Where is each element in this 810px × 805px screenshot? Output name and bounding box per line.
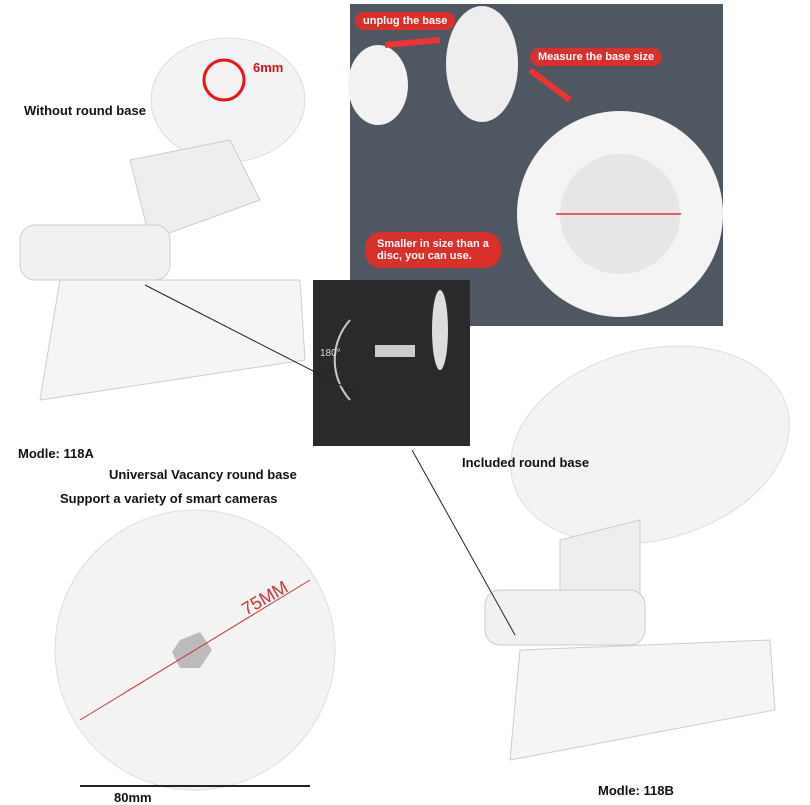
bracket-b-plate	[510, 345, 790, 545]
universal-label: Universal Vacancy round base	[109, 467, 297, 482]
smaller-line2: disc, you can use.	[377, 250, 472, 262]
included-label: Included round base	[462, 455, 590, 470]
camera-icon	[348, 45, 408, 125]
rotation-label: 180°	[320, 348, 341, 359]
without-base-label: Without round base	[24, 103, 146, 118]
width-80-label: 80mm	[114, 790, 152, 805]
arrow-icon	[384, 37, 441, 48]
support-label: Support a variety of smart cameras	[60, 491, 278, 506]
model-a-label: Modle: 118A	[18, 446, 94, 461]
model-b-label: Modle: 118B	[598, 783, 674, 798]
screw-highlight	[202, 58, 246, 102]
measure-label: Measure the base size	[530, 48, 663, 66]
hex-nut	[172, 632, 212, 668]
camera-base-disc	[446, 6, 518, 122]
arrow-icon	[528, 67, 572, 103]
rotation-panel	[313, 280, 470, 446]
screw-size-label: 6mm	[253, 60, 284, 75]
unplug-label: unplug the base	[355, 12, 456, 30]
smaller-line1: Smaller in size than a	[377, 238, 489, 250]
rotate-arc-icon	[333, 319, 351, 401]
